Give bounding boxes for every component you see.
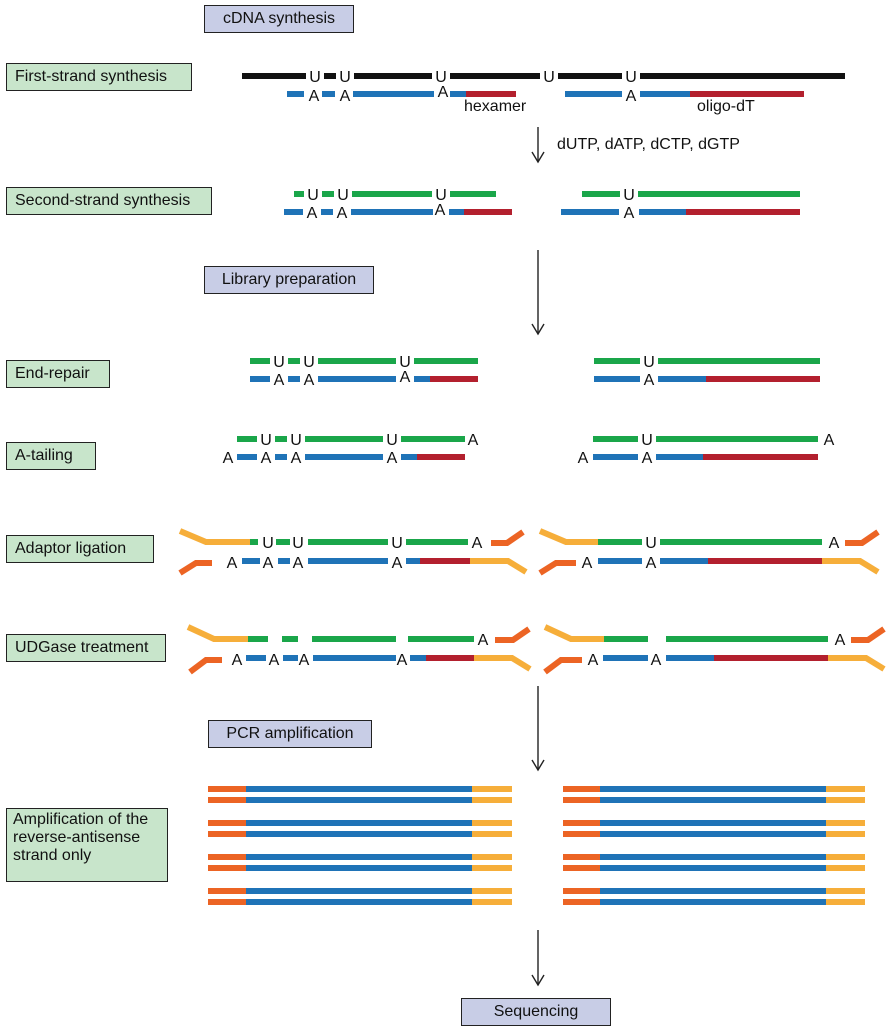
adenine-base: A <box>468 432 479 449</box>
adaptor-light <box>178 528 250 545</box>
adenine-base: A <box>227 555 238 572</box>
uracil-base: U <box>292 535 304 552</box>
process-arrow <box>531 127 545 164</box>
uracil-base: U <box>543 69 555 86</box>
uracil-base: U <box>386 432 398 449</box>
uracil-base: U <box>337 187 349 204</box>
adaptor-dark <box>495 626 531 643</box>
uracil-base: U <box>643 354 655 371</box>
adenine-base: A <box>307 205 318 222</box>
adaptor-dark <box>851 626 886 643</box>
process-arrow <box>531 250 545 336</box>
uracil-base: U <box>307 187 319 204</box>
step-first-strand-synthesis: First-strand synthesis <box>6 63 192 91</box>
process-arrow <box>531 930 545 987</box>
hexamer-label: hexamer <box>464 98 527 115</box>
adaptor-light <box>186 624 248 642</box>
adenine-base: A <box>293 555 304 572</box>
step-adaptor-ligation: Adaptor ligation <box>6 535 154 563</box>
uracil-base: U <box>435 69 447 86</box>
adaptor-dark <box>845 529 880 546</box>
adenine-base: A <box>232 652 243 669</box>
uracil-base: U <box>625 69 637 86</box>
oligo-dt-label: oligo-dT <box>697 98 755 115</box>
adaptor-light <box>470 558 528 575</box>
adenine-base: A <box>435 202 446 219</box>
adaptor-light <box>543 624 604 642</box>
adenine-base: A <box>269 652 280 669</box>
adenine-base: A <box>337 205 348 222</box>
process-arrow <box>531 686 545 772</box>
adenine-base: A <box>824 432 835 449</box>
adenine-base: A <box>309 88 320 105</box>
adaptor-dark <box>538 560 576 576</box>
adenine-base: A <box>400 369 411 386</box>
header-cdna-synthesis: cDNA synthesis <box>204 5 354 33</box>
uracil-base: U <box>399 354 411 371</box>
step-amplification-reverse-antisense: Amplification of the reverse-antisense s… <box>6 808 168 882</box>
uracil-base: U <box>623 187 635 204</box>
adenine-base: A <box>263 555 274 572</box>
uracil-base: U <box>262 535 274 552</box>
adaptor-dark <box>188 657 222 675</box>
adenine-base: A <box>646 555 657 572</box>
adenine-base: A <box>387 450 398 467</box>
adaptor-dark <box>543 657 582 675</box>
adenine-base: A <box>578 450 589 467</box>
adenine-base: A <box>299 652 310 669</box>
adenine-base: A <box>392 555 403 572</box>
adenine-base: A <box>642 450 653 467</box>
step-udgase-treatment: UDGase treatment <box>6 634 166 662</box>
header-pcr-amplification: PCR amplification <box>208 720 372 748</box>
adaptor-light <box>474 655 532 672</box>
uracil-base: U <box>645 535 657 552</box>
uracil-base: U <box>273 354 285 371</box>
adaptor-light <box>828 655 886 672</box>
adenine-base: A <box>261 450 272 467</box>
header-library-preparation: Library preparation <box>204 266 374 294</box>
adenine-base: A <box>644 372 655 389</box>
adenine-base: A <box>835 632 846 649</box>
adenine-base: A <box>829 535 840 552</box>
uracil-base: U <box>339 69 351 86</box>
adenine-base: A <box>626 88 637 105</box>
adenine-base: A <box>478 632 489 649</box>
uracil-base: U <box>391 535 403 552</box>
adenine-base: A <box>304 372 315 389</box>
adaptor-light <box>538 528 598 545</box>
uracil-base: U <box>303 354 315 371</box>
uracil-base: U <box>290 432 302 449</box>
step-a-tailing: A-tailing <box>6 442 96 470</box>
adaptor-dark <box>178 560 212 576</box>
adenine-base: A <box>274 372 285 389</box>
step-second-strand-synthesis: Second-strand synthesis <box>6 187 212 215</box>
uracil-base: U <box>435 187 447 204</box>
adenine-base: A <box>223 450 234 467</box>
step-end-repair: End-repair <box>6 360 110 388</box>
adenine-base: A <box>582 555 593 572</box>
adenine-base: A <box>472 535 483 552</box>
adenine-base: A <box>340 88 351 105</box>
adenine-base: A <box>624 205 635 222</box>
adenine-base: A <box>397 652 408 669</box>
adenine-base: A <box>438 84 449 101</box>
header-sequencing: Sequencing <box>461 998 611 1026</box>
adaptor-dark <box>491 529 525 546</box>
uracil-base: U <box>260 432 272 449</box>
adenine-base: A <box>588 652 599 669</box>
nucleotides-label: dUTP, dATP, dCTP, dGTP <box>557 136 740 153</box>
uracil-base: U <box>309 69 321 86</box>
adenine-base: A <box>291 450 302 467</box>
adenine-base: A <box>651 652 662 669</box>
uracil-base: U <box>641 432 653 449</box>
adaptor-light <box>822 558 880 575</box>
